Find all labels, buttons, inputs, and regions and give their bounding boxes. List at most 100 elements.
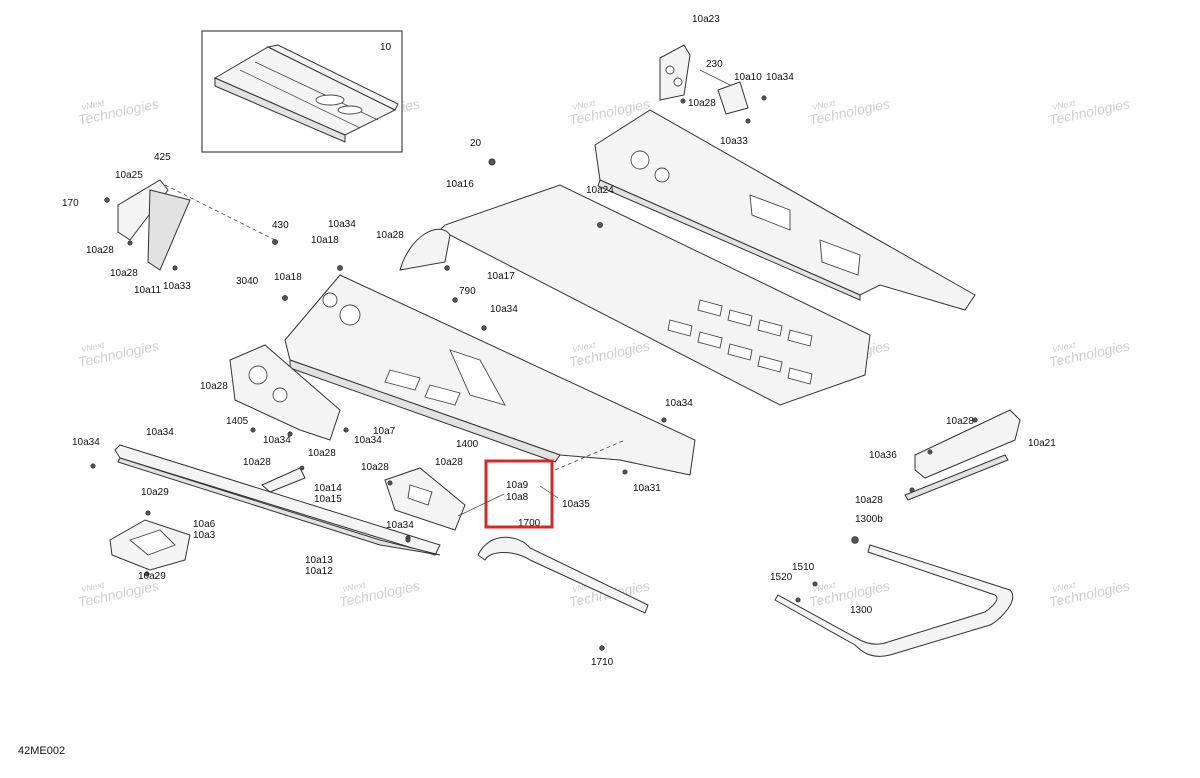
part-label: 1300b	[855, 514, 883, 525]
part-label: 10a34	[386, 520, 414, 531]
part-label: 10a21	[1028, 438, 1056, 449]
part-label: 10a6	[193, 519, 216, 530]
part-label: 170	[62, 198, 79, 209]
svg-text:vNext: vNext	[1052, 97, 1077, 112]
part-label: 10a28	[361, 462, 389, 473]
part-label: 10a28	[688, 98, 716, 109]
part-label: 10a28	[308, 448, 336, 459]
svg-text:vNext: vNext	[81, 579, 106, 594]
part-label: 10a17	[487, 271, 515, 282]
part-label: 10a34	[766, 72, 794, 83]
part-label: 10a12	[305, 566, 333, 577]
part-label: 10a34	[72, 437, 100, 448]
part-label: 1300	[850, 605, 873, 616]
highlight-label-10a9: 10a9	[506, 480, 529, 491]
part-label: 10a28	[110, 268, 138, 279]
bracket-10a23	[659, 44, 767, 124]
part-label: 10a33	[720, 136, 748, 147]
part-label: 10a34	[490, 304, 518, 315]
svg-text:vNext: vNext	[812, 97, 837, 112]
part-label: 10a24	[586, 185, 614, 196]
part-label: 10a11	[134, 285, 162, 296]
bracket-10a14	[261, 465, 306, 493]
highlight-callout: 10a9 10a8	[457, 459, 559, 529]
part-label: 10a18	[311, 235, 339, 246]
part-label: 1700	[518, 518, 541, 529]
part-label: 10a33	[163, 281, 191, 292]
part-label: 10a18	[274, 272, 302, 283]
part-label: 10a13	[305, 555, 333, 566]
part-label: 10a28	[435, 457, 463, 468]
svg-text:vNext: vNext	[812, 579, 837, 594]
bracket-center	[384, 467, 466, 543]
svg-text:vNext: vNext	[572, 97, 597, 112]
svg-text:vNext: vNext	[572, 339, 597, 354]
part-label: 10a25	[115, 170, 143, 181]
hoop-1300	[774, 536, 1013, 657]
part-label: 10a34	[665, 398, 693, 409]
drawing-code: 42ME002	[18, 745, 65, 757]
part-label: 10a34	[263, 435, 291, 446]
part-label: 1400	[456, 439, 479, 450]
svg-text:vNext: vNext	[1052, 339, 1077, 354]
part-label: 10a31	[633, 483, 661, 494]
part-label: 10a34	[146, 427, 174, 438]
highlight-label-10a8: 10a8	[506, 492, 529, 503]
part-labels: 10a23 230 10a10 10a34 10a28 10a33 425 10a25 170 1…	[62, 14, 1056, 668]
left-tunnel-wall	[282, 265, 696, 476]
right-side-rail	[594, 109, 976, 311]
svg-text:vNext: vNext	[1052, 579, 1077, 594]
part-label: 10a29	[141, 487, 169, 498]
svg-text:vNext: vNext	[342, 579, 367, 594]
tunnel-top-panel	[399, 158, 871, 406]
svg-text:vNext: vNext	[81, 339, 106, 354]
part-label: 10a14	[314, 483, 342, 494]
inset-label: 10	[380, 42, 392, 53]
part-label: 20	[470, 138, 482, 149]
part-label: 10a28	[855, 495, 883, 506]
part-label: 10a29	[138, 571, 166, 582]
part-label: 10a16	[446, 179, 474, 190]
part-label: 230	[706, 59, 723, 70]
part-label: 1510	[792, 562, 815, 573]
svg-text:vNext: vNext	[81, 97, 106, 112]
part-label: 10a28	[376, 230, 404, 241]
part-label: 430	[272, 220, 289, 231]
part-label: 1710	[591, 657, 614, 668]
part-label: 10a35	[562, 499, 590, 510]
part-label: 3040	[236, 276, 259, 287]
part-label: 10a10	[734, 72, 762, 83]
part-label: 10a34	[328, 219, 356, 230]
part-label: 10a15	[314, 494, 342, 505]
part-label: 1520	[770, 572, 793, 583]
part-label: 10a28	[200, 381, 228, 392]
bracket-10a25	[104, 179, 278, 271]
skid-plate	[109, 510, 191, 577]
part-label: 10a7	[373, 426, 396, 437]
part-label: 1405	[226, 416, 249, 427]
part-label: 10a34	[354, 435, 382, 446]
part-label: 10a28	[243, 457, 271, 468]
part-label: 10a28	[946, 416, 974, 427]
front-slide-1700	[477, 536, 649, 651]
left-side-plate	[229, 344, 349, 441]
part-label: 10a36	[869, 450, 897, 461]
part-label: 425	[154, 152, 171, 163]
left-slide-rail	[90, 444, 441, 556]
part-label: 10a23	[692, 14, 720, 25]
part-label: 10a3	[193, 530, 216, 541]
part-label: 790	[459, 286, 476, 297]
inset-assembly-box: 10	[201, 30, 403, 153]
part-label: 10a28	[86, 245, 114, 256]
bracket-10a21	[904, 409, 1021, 501]
